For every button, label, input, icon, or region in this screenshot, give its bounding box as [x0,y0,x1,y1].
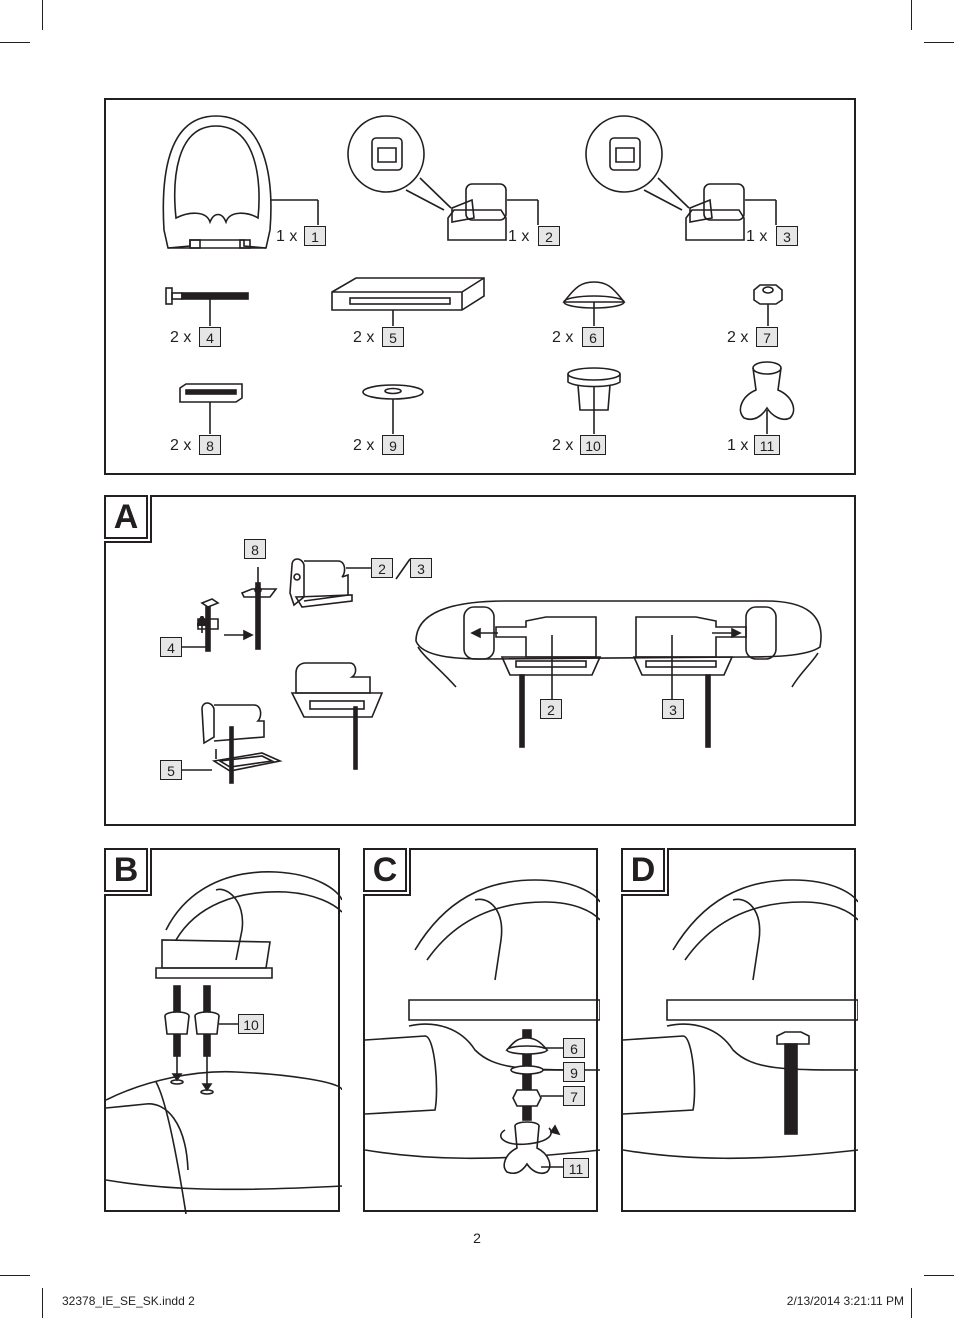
slider-icon [179,383,243,403]
hinge-icon [201,702,283,784]
part-quantity: 1 x [727,437,749,454]
seat-rear-view-icon [415,600,822,748]
part-quantity: 1 x [746,228,768,245]
part-quantity: 2 x [727,329,749,346]
hinge-assembled-icon [290,662,384,770]
part-number: 11 [563,1158,589,1178]
part-number: 7 [563,1086,585,1106]
part-number: 2 [540,699,562,719]
part-quantity: 2 x [552,437,574,454]
part-number: 10 [238,1014,264,1034]
step-b-drawing [106,871,342,1214]
toilet-seat-icon [162,115,272,249]
crop-mark [924,1275,954,1276]
part-quantity: 1 x [508,228,530,245]
hinge-left-icon [347,115,507,241]
step-b-letter: B [104,848,148,892]
bolt-icon [165,287,249,305]
step-d-panel: D [621,848,858,1212]
nut-icon [512,1089,542,1107]
base-plate-icon [331,277,485,311]
slug-filename: 32378_IE_SE_SK.indd 2 [62,1294,195,1308]
slider-icon [240,582,278,650]
step-d-drawing [623,879,858,1160]
part-number: 7 [756,327,778,347]
slug-timestamp: 2/13/2014 3:21:11 PM [786,1294,904,1308]
part-number: 4 [160,637,182,657]
washer-icon [362,384,424,400]
washer-icon [510,1065,544,1075]
part-number: 8 [199,435,221,455]
hinge-icon [289,558,353,608]
part-number: 3 [410,558,432,578]
crop-mark [911,0,912,30]
part-quantity: 2 x [170,329,192,346]
part-number: 9 [563,1062,585,1082]
crop-mark [42,0,43,30]
step-a-panel: A 4 8 2 3 5 2 3 [104,495,856,826]
part-number: 1 [304,226,326,246]
step-b-panel: B 10 [104,848,342,1214]
part-number: 6 [582,327,604,347]
part-number: 2 [371,558,393,578]
part-number: 4 [199,327,221,347]
wing-nut-icon [500,1121,561,1175]
part-number: 6 [563,1038,585,1058]
part-quantity: 2 x [353,437,375,454]
part-number: 11 [754,435,780,455]
part-quantity: 2 x [552,329,574,346]
hinge-right-icon [585,115,745,241]
crop-mark [42,1288,43,1318]
part-number: 8 [244,539,266,559]
rubber-anchor-icon [567,367,621,411]
part-number: 10 [580,435,606,455]
cone-washer-icon [505,1037,549,1055]
part-number: 5 [382,327,404,347]
nut-icon [753,284,783,305]
step-c-panel: C 6 9 7 11 [363,848,600,1212]
step-d-letter: D [621,848,665,892]
wing-nut-icon [739,361,795,421]
step-c-drawing [365,879,600,1175]
parts-list-panel: 1 x 1 1 x 2 1 x 3 2 x 4 2 x 5 2 x 6 2 x … [104,98,856,475]
crop-mark [911,1288,912,1318]
crop-mark [924,42,954,43]
parts-drawings [162,115,795,434]
part-number: 9 [382,435,404,455]
part-number: 5 [160,760,182,780]
step-a-letter: A [104,495,148,539]
bolt-icon [776,1031,810,1135]
rubber-anchor-icon [164,1011,220,1035]
step-c-letter: C [363,848,407,892]
part-number: 2 [538,226,560,246]
part-quantity: 2 x [170,437,192,454]
crop-mark [0,1275,30,1276]
crop-mark [0,42,30,43]
part-number: 3 [662,699,684,719]
part-quantity: 2 x [353,329,375,346]
page-number: 2 [473,1230,481,1246]
part-number: 3 [776,226,798,246]
step-a-drawing [160,558,822,784]
bolt-icon [197,598,254,652]
part-quantity: 1 x [276,228,298,245]
